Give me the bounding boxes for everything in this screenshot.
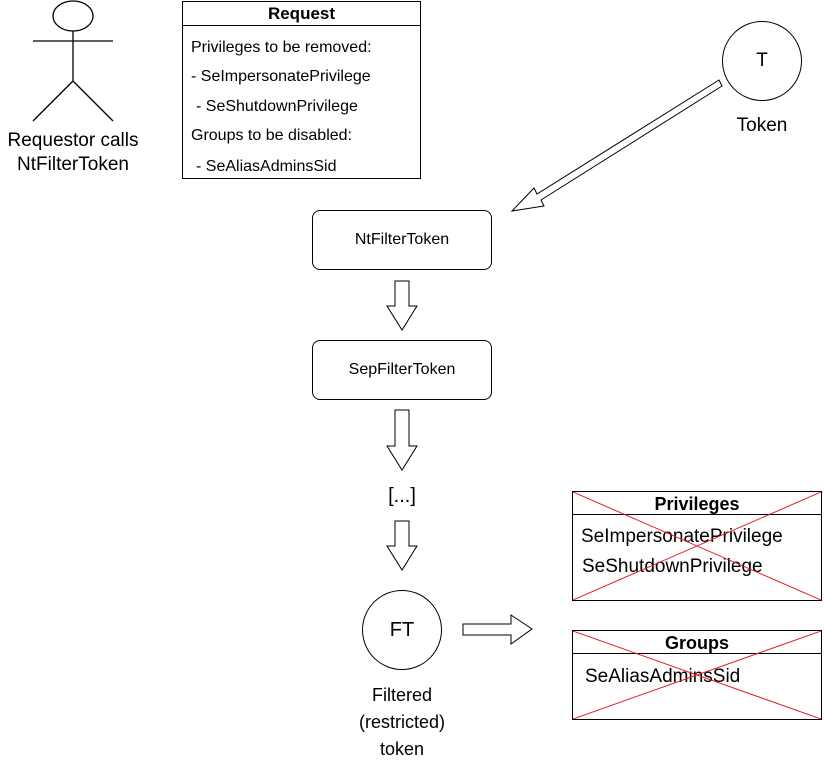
ellipsis-label: [...]: [388, 485, 416, 507]
groups-item: SeAliasAdminsSid: [585, 666, 741, 687]
down-arrow-2: [386, 409, 418, 471]
token-symbol: T: [756, 50, 768, 71]
request-box: Request Privileges to be removed: - SeIm…: [182, 1, 421, 179]
ntfiltertoken-box: NtFilterToken: [312, 210, 492, 270]
filtered-token-label: Filtered (restricted) token: [342, 682, 462, 763]
actor-label-line2: NtFilterToken: [17, 154, 129, 175]
request-privilege-item: - SeShutdownPrivilege: [196, 98, 358, 115]
request-privilege-item: - SeImpersonatePrivilege: [191, 68, 371, 85]
sepfiltertoken-box: SepFilterToken: [312, 340, 492, 400]
privileges-item: SeShutdownPrivilege: [582, 556, 763, 577]
actor-label-line1: Requestor calls: [7, 130, 139, 151]
groups-title: Groups: [573, 631, 821, 654]
token-label: Token: [736, 115, 788, 136]
right-arrow: [462, 614, 533, 645]
groups-heading: Groups to be disabled:: [191, 127, 352, 144]
filtered-token-label-line3: token: [379, 739, 425, 759]
filtered-token-label-line1: Filtered: [371, 685, 433, 705]
filtered-token-symbol: FT: [389, 618, 415, 641]
privileges-heading: Privileges to be removed:: [191, 39, 372, 56]
groups-box: Groups SeAliasAdminsSid: [572, 630, 822, 720]
privileges-item: SeImpersonatePrivilege: [581, 526, 783, 547]
down-arrow-3: [386, 520, 418, 571]
token-circle: T: [722, 21, 802, 101]
ntfiltertoken-label: NtFilterToken: [354, 231, 450, 248]
filtered-token-label-line2: (restricted): [358, 712, 445, 732]
privileges-box: Privileges SeImpersonatePrivilege SeShut…: [572, 491, 822, 601]
actor-stick-figure: [32, 0, 114, 122]
request-title: Request: [183, 2, 420, 26]
privileges-title: Privileges: [573, 492, 821, 515]
diagonal-arrow: [510, 79, 723, 212]
sepfiltertoken-label: SepFilterToken: [348, 361, 456, 378]
actor-label: Requestor calls NtFilterToken: [0, 129, 146, 177]
request-group-item: - SeAliasAdminsSid: [196, 158, 337, 175]
filtered-token-circle: FT: [362, 590, 442, 670]
down-arrow-1: [386, 280, 418, 331]
